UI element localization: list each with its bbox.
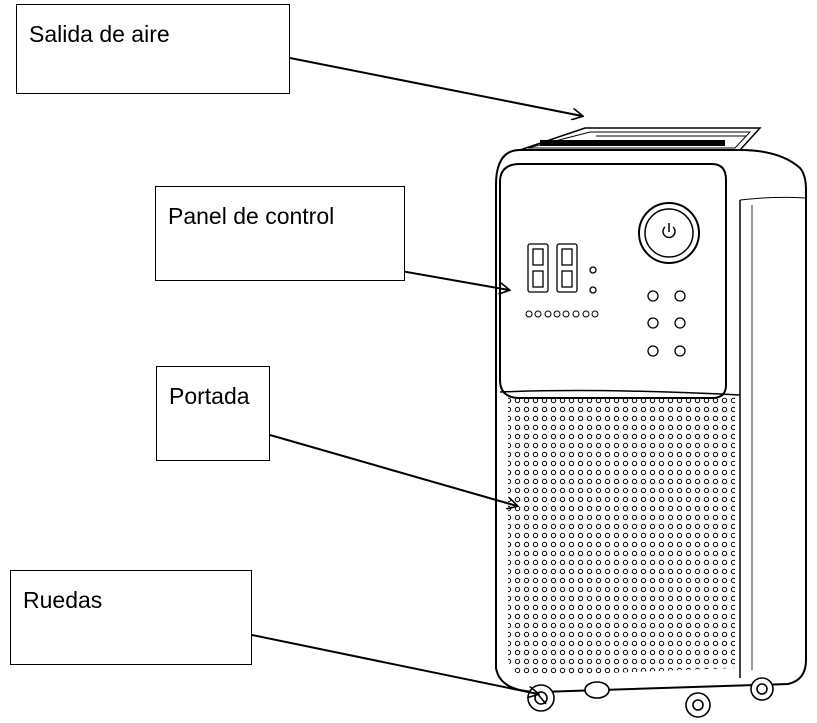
control-panel [499,163,727,399]
label-cover: Portada [156,366,270,461]
front-cover-grille [499,389,741,676]
air-outlet-top [519,127,762,151]
label-wheels: Ruedas [10,570,252,665]
wheel-front-right [685,692,711,718]
power-icon [662,223,676,239]
digit-display [527,243,597,294]
leader-lines [251,57,582,694]
label-air-outlet: Salida de aire [16,4,290,94]
label-control-panel: Panel de control [155,186,405,281]
touch-buttons [647,290,686,357]
wheels [527,677,774,718]
arrow-cover [269,434,517,506]
wheel-front-left [527,684,555,712]
label-cover-text: Portada [169,383,250,409]
label-air-outlet-text: Salida de aire [29,21,170,47]
label-wheels-text: Ruedas [23,587,103,613]
arrow-wheels [251,634,538,694]
arrow-air-outlet [289,57,582,116]
wheel-rear-left [584,681,610,699]
label-control-panel-text: Panel de control [168,203,335,229]
power-button [638,202,700,264]
wheel-rear-right [750,677,774,701]
indicator-lights [525,310,599,318]
